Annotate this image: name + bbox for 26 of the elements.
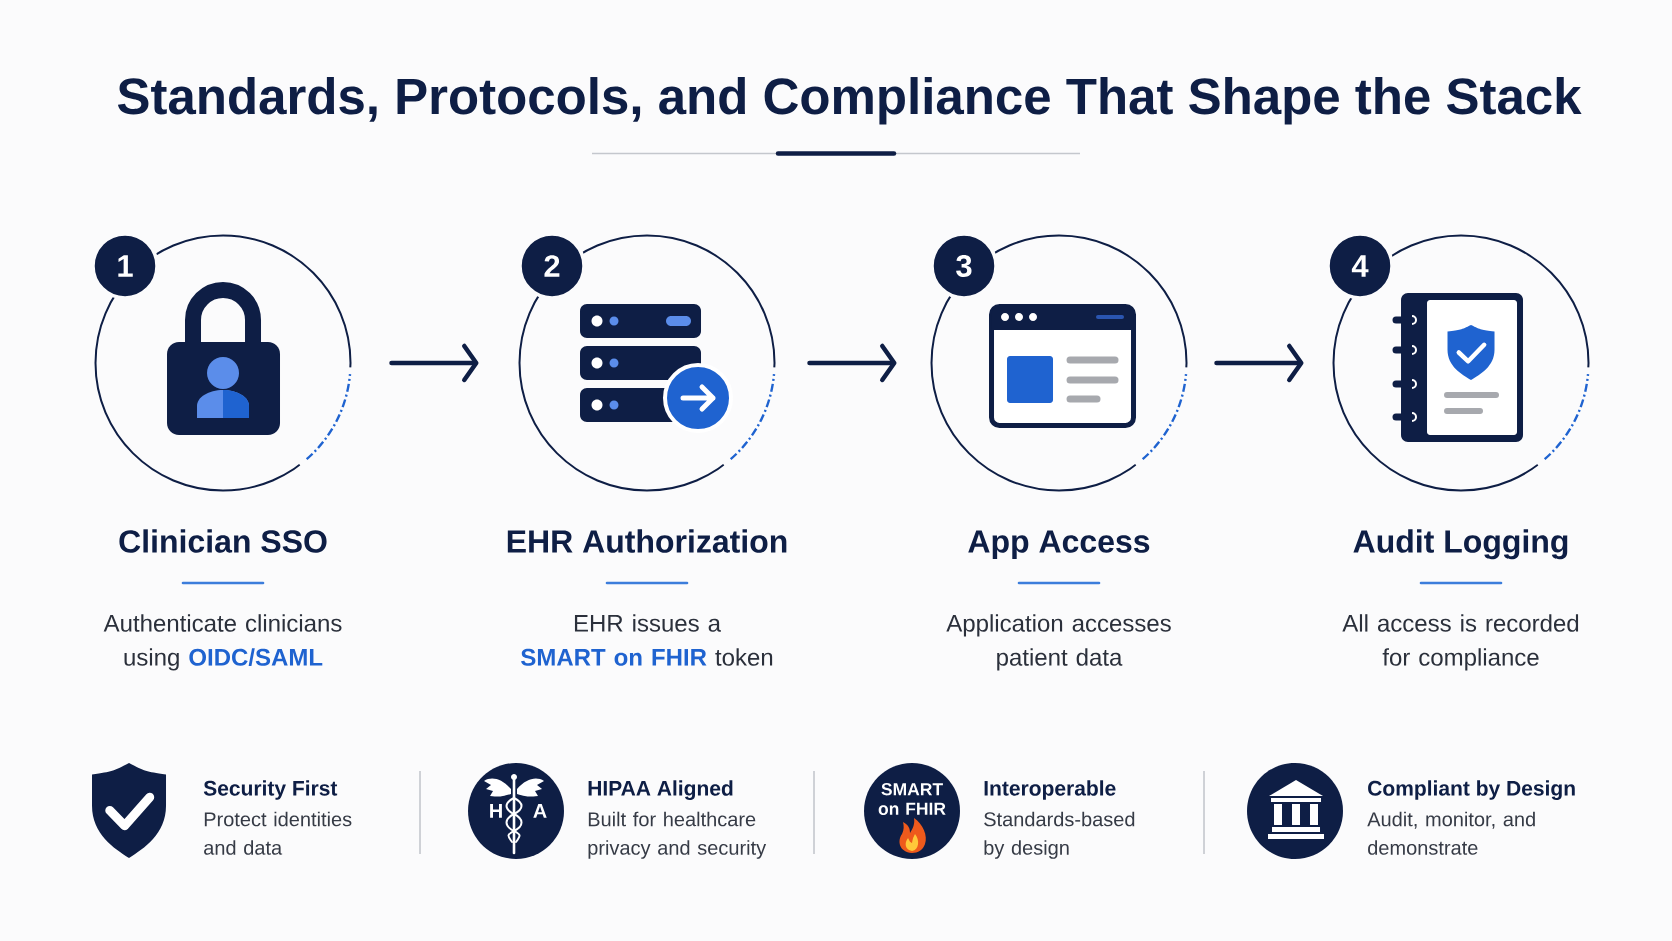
feature-description: Protect identities and data: [204, 811, 352, 855]
feature-description: Built for healthcare privacy and security: [588, 811, 767, 859]
step-title: App Access: [968, 530, 1150, 560]
feature-description: Standards-based by design: [984, 811, 1135, 859]
number-badge: 1: [91, 232, 159, 300]
feature-title: Compliant by Design: [1368, 780, 1575, 800]
arrow: [1214, 343, 1304, 383]
feature-title: Interoperable: [984, 780, 1116, 800]
step-description: All access is recorded for compliance: [1342, 614, 1579, 671]
feature-title: Security First: [203, 780, 338, 800]
number-badge: 4: [1326, 232, 1394, 300]
number-badge: 2: [518, 232, 586, 300]
step-title: EHR Authorization: [507, 529, 787, 553]
step-description: EHR issues a SMART on FHIR token: [521, 614, 773, 666]
arrow: [807, 343, 897, 383]
round-badge: H A: [468, 763, 564, 859]
title: Standards, Protocols, and Compliance That Shape the Stack: [117, 77, 1582, 125]
feature-title: HIPAA Aligned: [588, 780, 733, 800]
number-badge: 3: [930, 232, 998, 300]
round-badge: SMART on FHIR: [864, 763, 960, 859]
step-title: Audit Logging: [1353, 529, 1568, 560]
step-title: Clinician SSO: [119, 529, 327, 553]
arrow: [389, 343, 479, 383]
step-description: Application accesses patient data: [946, 614, 1171, 671]
step-description: Authenticate clinicians using OIDC/SAML: [103, 614, 342, 671]
feature-description: Audit, monitor, and demonstrate: [1367, 811, 1535, 855]
